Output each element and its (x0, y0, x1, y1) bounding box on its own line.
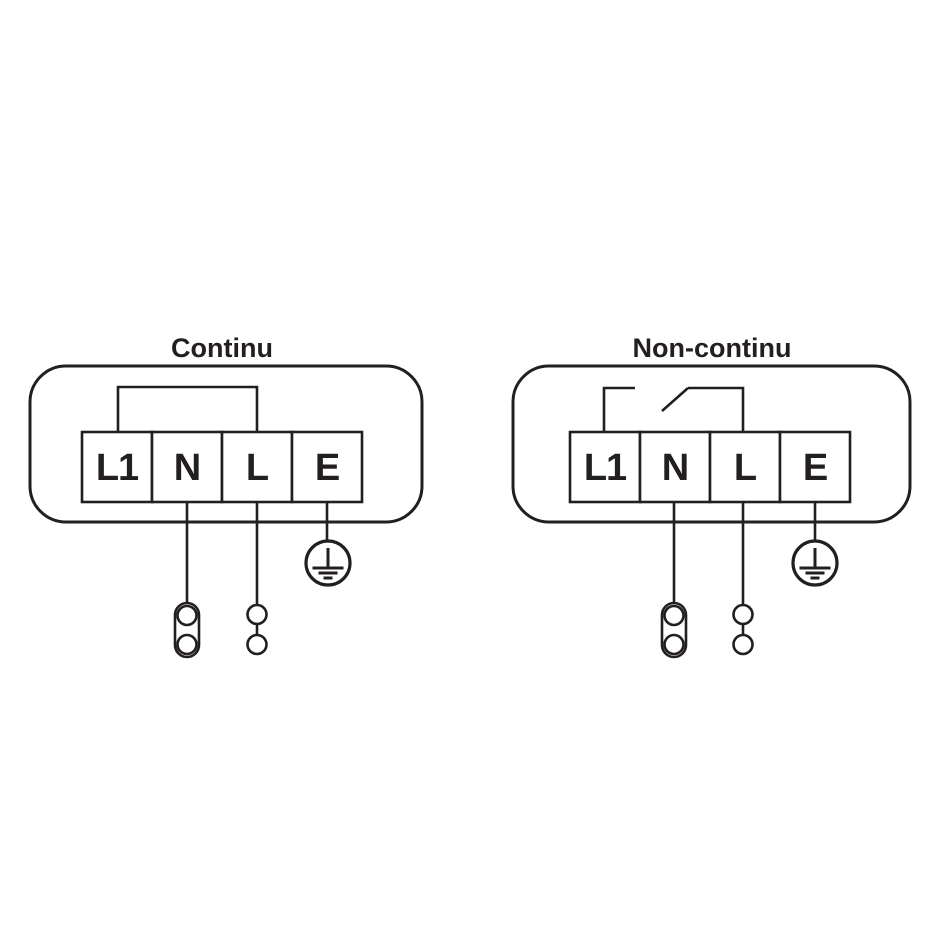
two-circle-connector-icon (246, 603, 268, 656)
terminal-box-l (708, 430, 782, 504)
diagram-title: Continu (171, 333, 273, 363)
double-circle-connector-icon (173, 601, 201, 659)
terminal-label-e: E (315, 447, 339, 489)
two-circle-connector-icon (732, 603, 754, 656)
jumper-wire-open (602, 386, 745, 432)
diagram-non-continu: Non-continu L1 N L E (511, 333, 912, 659)
double-circle-connector-icon (660, 601, 688, 659)
diagram-title: Non-continu (633, 333, 792, 363)
terminal-label-l1: L1 (96, 447, 139, 489)
terminal-label-l: L (734, 447, 757, 489)
earth-ground-icon (304, 539, 352, 587)
terminal-block: L1 N L E (80, 430, 364, 504)
terminal-block: L1 N L E (568, 430, 852, 504)
terminal-label-n: N (662, 447, 688, 489)
terminal-label-l: L (246, 447, 269, 489)
switch-blade-icon (661, 387, 689, 412)
jumper-left-stub (602, 386, 635, 432)
diagram-continu: Continu L1 N L E (28, 333, 424, 659)
terminal-box-l1 (80, 430, 154, 504)
terminal-box-l (220, 430, 294, 504)
jumper-wire-closed (116, 385, 259, 432)
terminal-label-e: E (803, 447, 827, 489)
jumper-right-arm (688, 386, 745, 432)
terminal-box-l1 (568, 430, 642, 504)
earth-ground-icon (791, 539, 839, 587)
terminal-label-n: N (174, 447, 200, 489)
terminal-label-l1: L1 (584, 447, 627, 489)
